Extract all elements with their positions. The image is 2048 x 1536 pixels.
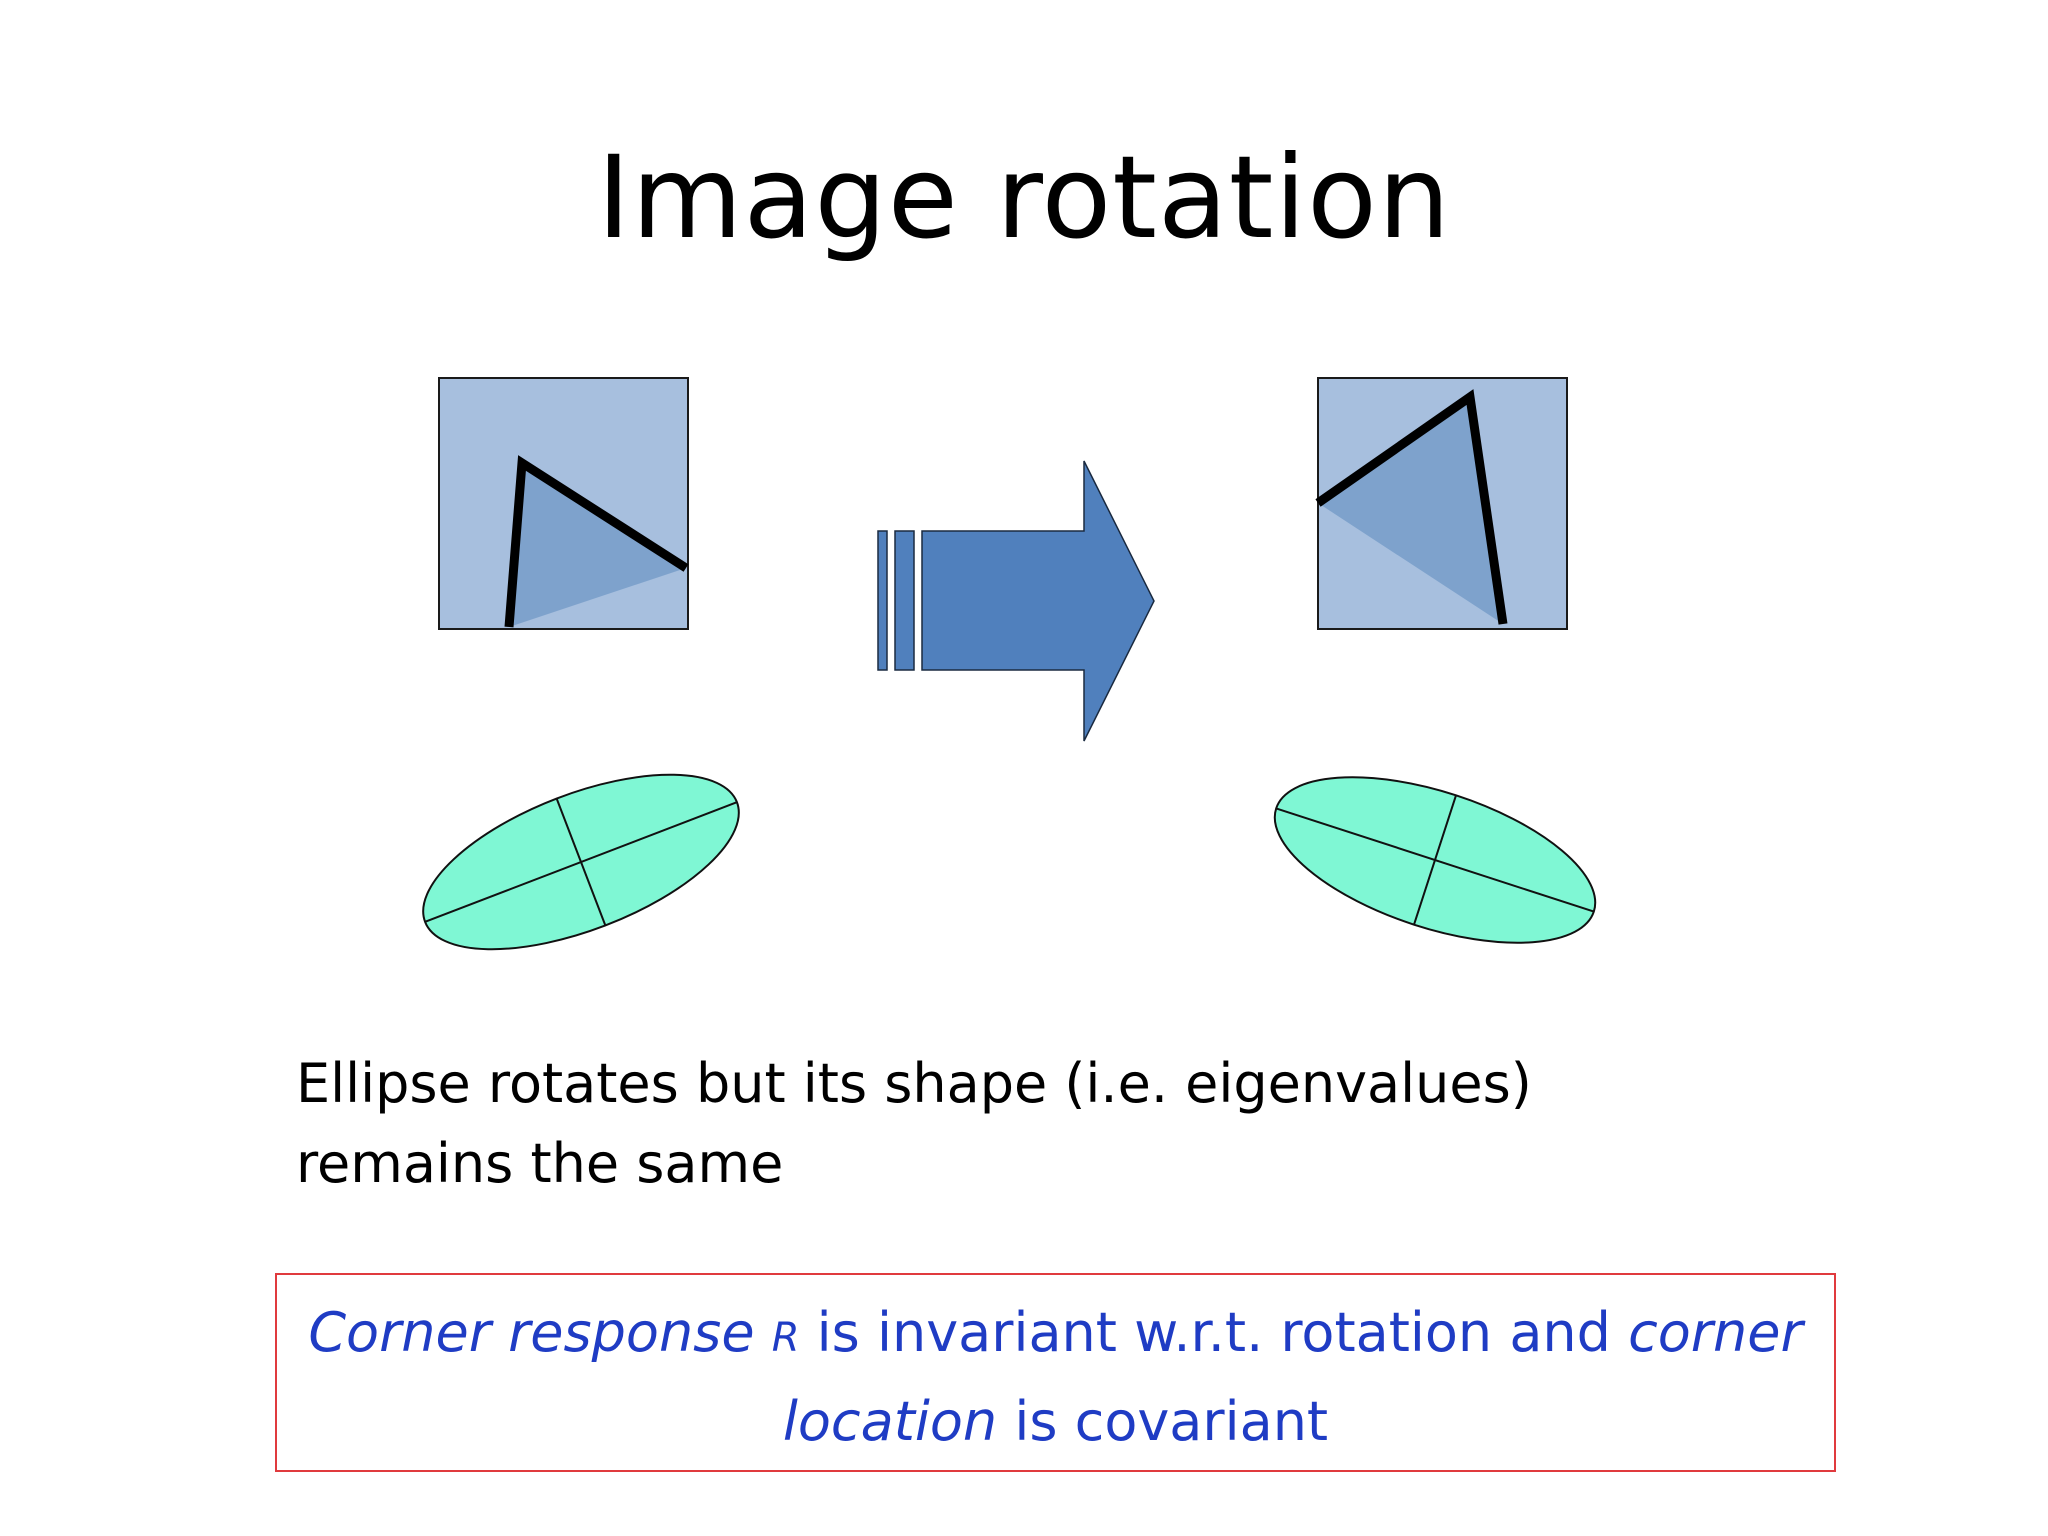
rotated-ellipse <box>1273 776 1597 944</box>
original-minor-axis <box>555 798 607 926</box>
caption-line-2: remains the same <box>296 1132 784 1195</box>
rotated-image-patch <box>1315 377 1568 630</box>
original-corner-edges <box>504 455 689 628</box>
corner-text: corner <box>1628 1301 1803 1364</box>
caption: Ellipse rotates but its shape (i.e. eige… <box>296 1044 1796 1204</box>
caption-line-1: Ellipse rotates but its shape (i.e. eige… <box>296 1052 1532 1115</box>
conclusion-box: Corner response R is invariant w.r.t. ro… <box>275 1273 1836 1472</box>
original-image-patch <box>438 377 689 630</box>
rotated-corner-edges <box>1315 389 1508 625</box>
covariance-text: is covariant <box>997 1390 1329 1453</box>
invariance-text: is invariant w.r.t. rotation and <box>799 1301 1629 1364</box>
arrow-stripe-2 <box>894 530 915 671</box>
slide-title: Image rotation <box>596 131 1452 264</box>
rotated-minor-axis <box>1413 795 1457 925</box>
response-symbol: R <box>771 1315 800 1361</box>
rotation-arrow <box>877 460 1155 742</box>
rotated-corner-region <box>1318 397 1503 624</box>
original-corner-region <box>509 463 686 627</box>
corner-response-text: Corner response <box>308 1301 772 1364</box>
arrow-stripe-1 <box>877 530 888 671</box>
conclusion-line-2: location is covariant <box>277 1380 1834 1463</box>
location-text: location <box>782 1390 998 1453</box>
conclusion-line-1: Corner response R is invariant w.r.t. ro… <box>277 1291 1834 1380</box>
original-ellipse <box>422 773 740 951</box>
arrow-body <box>921 460 1155 742</box>
